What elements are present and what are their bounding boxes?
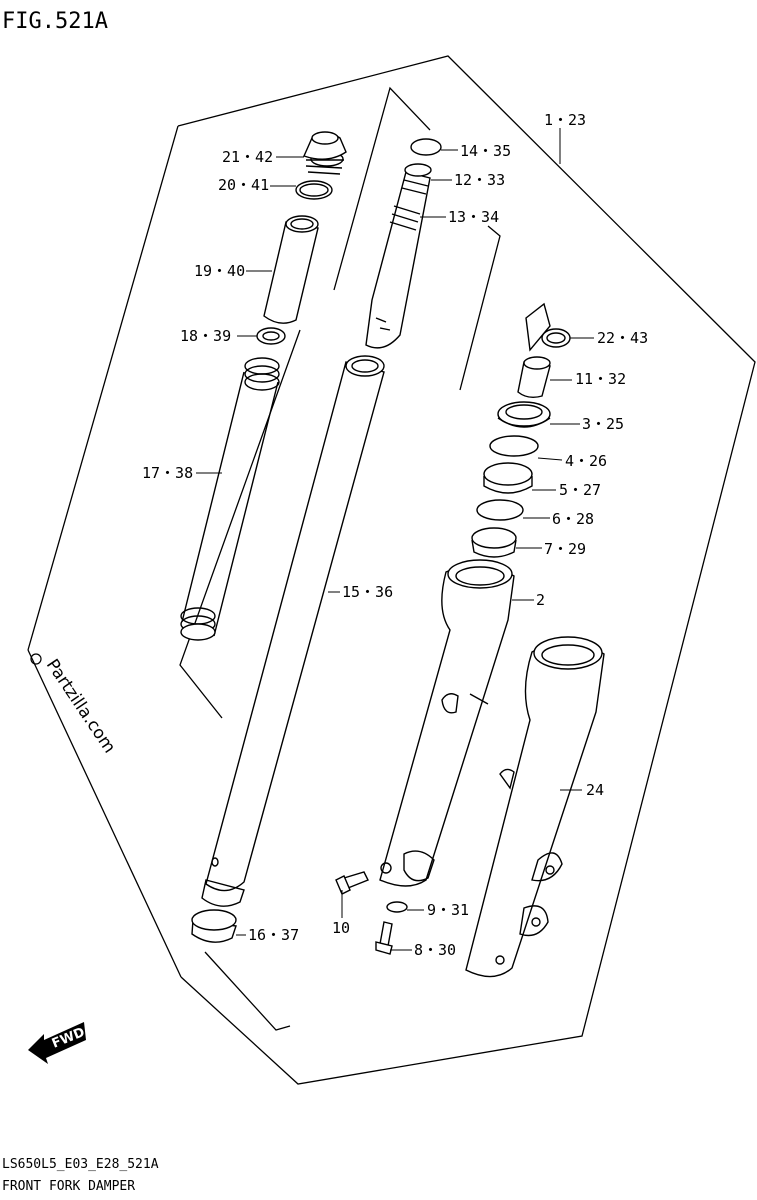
callout-16-37: 16・37 [248,926,299,944]
part-guide-bush [471,527,517,558]
part-washer [476,499,524,521]
part-dust-seal [497,401,551,428]
callout-2: 2 [536,591,545,609]
callout-21-42: 21・42 [222,148,273,166]
leader-lines [196,128,594,951]
part-outer-tube-right [465,636,605,978]
part-outer-tube [379,559,515,887]
part-bolt [335,871,369,895]
callout-1-23: 1・23 [544,111,586,129]
watermark-text: Partzilla.com [42,656,119,757]
fwd-arrow-icon: FWD [28,1022,87,1064]
callout-20-41: 20・41 [218,176,269,194]
callout-3-25: 3・25 [582,415,624,433]
part-slide-bush [191,909,237,943]
callout-11-32: 11・32 [575,370,626,388]
callout-22-43: 22・43 [597,329,648,347]
callout-7-29: 7・29 [544,540,586,558]
watermark: Partzilla.com [30,653,119,757]
part-dust-seal-cap [525,302,571,352]
callout-13-34: 13・34 [448,208,499,226]
callout-18-39: 18・39 [180,327,231,345]
part-spacer-tube [263,215,319,324]
part-spring-seat [256,327,286,345]
callouts: 1・23 14・35 21・42 12・33 20・41 13・34 19・40… [142,111,648,959]
part-fork-spring [180,357,280,641]
callout-9-31: 9・31 [427,901,469,919]
part-damper-bolt [375,921,393,955]
part-top-ring [410,138,442,156]
callout-5-27: 5・27 [559,481,601,499]
part-gasket [386,901,408,913]
part-inner-tube [201,355,385,907]
part-oil-seal [483,462,533,494]
callout-8-30: 8・30 [414,941,456,959]
figure-caption: FRONT FORK DAMPER [2,1179,135,1194]
figure-title: FIG.521A [2,9,108,34]
callout-6-28: 6・28 [552,510,594,528]
part-damper-rod [365,163,432,349]
assembly-outline [27,55,756,1085]
callout-17-38: 17・38 [142,464,193,482]
callout-24: 24 [586,781,604,799]
callout-10: 10 [332,919,350,937]
figure-code: LS650L5_E03_E28_521A [2,1157,159,1172]
part-collar [517,356,551,399]
part-stopper-ring [489,435,539,457]
callout-14-35: 14・35 [460,142,511,160]
callout-4-26: 4・26 [565,452,607,470]
inner-panel-outline [179,86,501,1031]
part-oil-bolt-cap [303,131,347,175]
callout-12-33: 12・33 [454,171,505,189]
callout-15-36: 15・36 [342,583,393,601]
callout-19-40: 19・40 [194,262,245,280]
